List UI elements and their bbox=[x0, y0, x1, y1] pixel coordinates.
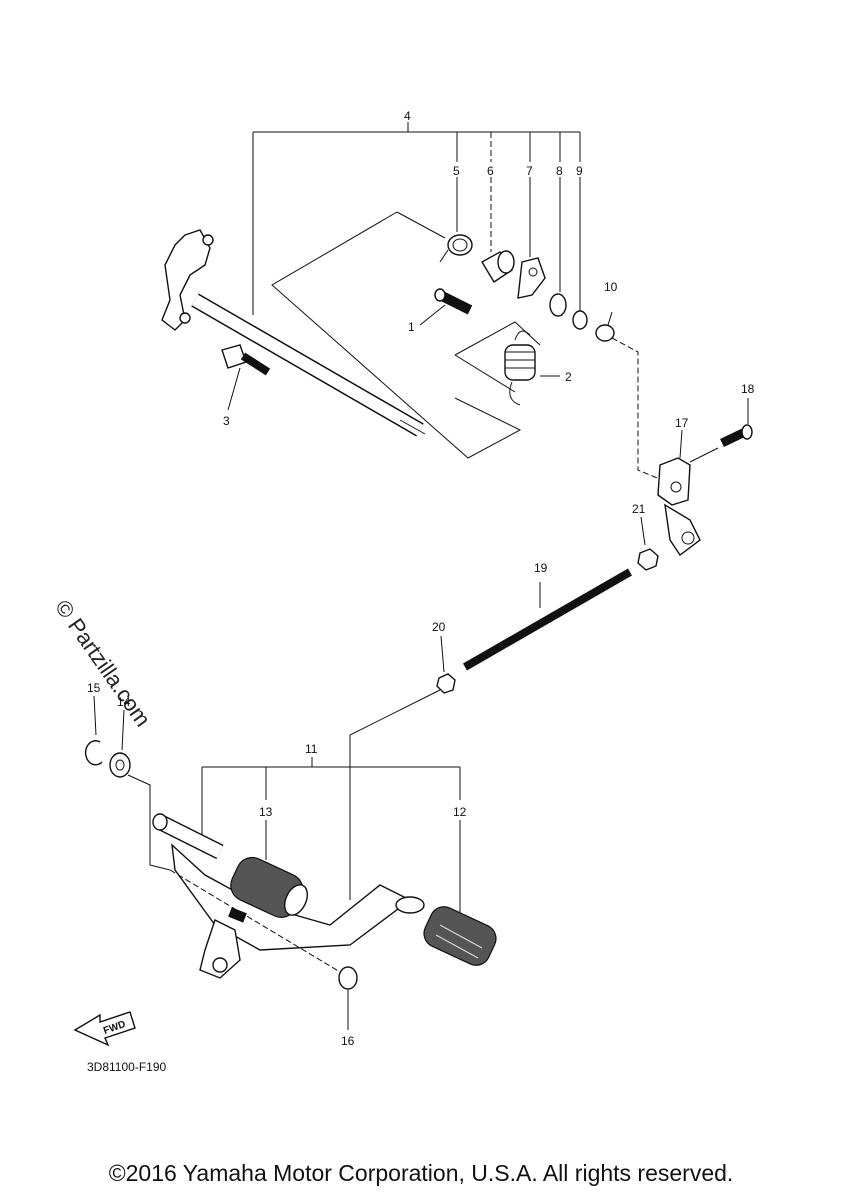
collar-part-6 bbox=[481, 250, 515, 283]
copyright-notice: ©2016 Yamaha Motor Corporation, U.S.A. A… bbox=[108, 1160, 734, 1186]
forward-arrow-icon: FWD bbox=[73, 1011, 136, 1047]
drawing-code: 3D81100-F190 bbox=[87, 1060, 167, 1074]
spring-part-2 bbox=[504, 330, 560, 406]
watermark: © Partzilla.com bbox=[50, 595, 156, 731]
bolt-part-3 bbox=[221, 344, 271, 411]
circlip-part-9 bbox=[572, 310, 588, 330]
circlip-part-15 bbox=[84, 695, 103, 766]
callout-16: 16 bbox=[341, 1034, 355, 1048]
callout-18: 18 bbox=[741, 382, 755, 396]
lever-part-7 bbox=[517, 257, 546, 299]
washer-part-16 bbox=[338, 966, 358, 1030]
callout-labels: 1 2 3 4 5 6 7 8 9 10 11 12 13 14 15 16 1… bbox=[87, 109, 755, 1048]
callout-3: 3 bbox=[223, 414, 230, 428]
washer-part-8 bbox=[549, 293, 567, 317]
callout-2: 2 bbox=[565, 370, 572, 384]
shift-shaft bbox=[161, 229, 426, 437]
callout-19: 19 bbox=[534, 561, 548, 575]
seal-part-10 bbox=[595, 311, 663, 481]
callout-11: 11 bbox=[305, 742, 318, 756]
callout-17: 17 bbox=[675, 416, 689, 430]
callout-20: 20 bbox=[432, 620, 446, 634]
assembly-bracket-4 bbox=[252, 122, 581, 315]
callout-12: 12 bbox=[453, 805, 467, 819]
pedal-rubber-part-12 bbox=[423, 906, 497, 966]
pin-part-1 bbox=[419, 288, 473, 326]
spring-part-5 bbox=[439, 234, 473, 263]
nut-part-21 bbox=[637, 516, 659, 571]
washer-part-14 bbox=[109, 709, 171, 871]
callout-15: 15 bbox=[87, 681, 101, 695]
callout-6: 6 bbox=[487, 164, 494, 178]
callout-13: 13 bbox=[259, 805, 273, 819]
callout-7: 7 bbox=[526, 164, 533, 178]
callout-1: 1 bbox=[408, 320, 415, 334]
bolt-part-18 bbox=[689, 398, 753, 463]
shift-rod-part-19 bbox=[463, 568, 632, 671]
assembly-bracket-11 bbox=[201, 757, 461, 915]
shaft-plane-outline bbox=[271, 211, 541, 459]
rubber-part-13 bbox=[230, 856, 309, 918]
callout-5: 5 bbox=[453, 164, 460, 178]
callout-9: 9 bbox=[576, 164, 583, 178]
callout-21: 21 bbox=[632, 502, 646, 516]
callout-14: 14 bbox=[117, 695, 131, 709]
nut-part-20 bbox=[349, 635, 456, 900]
callout-10: 10 bbox=[604, 280, 618, 294]
lever-arm-part-17 bbox=[657, 429, 701, 557]
callout-8: 8 bbox=[556, 164, 563, 178]
callout-4: 4 bbox=[404, 109, 411, 123]
